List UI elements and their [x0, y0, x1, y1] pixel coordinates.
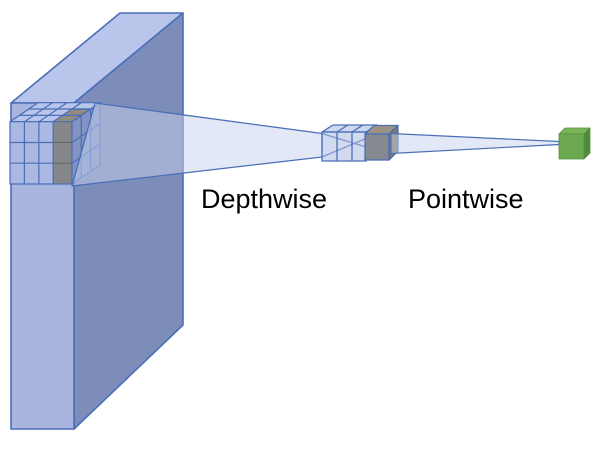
- pointwise-projection-cone: [390, 132, 560, 155]
- filter-box-gray-front-face: [364, 133, 390, 161]
- block-gray-column: [52, 121, 73, 185]
- filter-box-divider-lines: [336, 124, 364, 161]
- pointwise-cone-shape: [390, 132, 560, 155]
- input-volume: [10, 12, 184, 430]
- depthwise-cone-shape: [71, 102, 323, 187]
- green-cube-front-face: [558, 133, 585, 160]
- block-front-gridlines: [10, 121, 54, 184]
- block-gray-column-lines: [53, 142, 72, 164]
- pointwise-label: Pointwise: [408, 184, 524, 214]
- depthwise-label: Depthwise: [201, 184, 327, 214]
- pointwise-output-cube: [558, 127, 591, 160]
- block-top-gridlines: [19, 102, 91, 123]
- block-front-face: [9, 121, 54, 185]
- gray-column-row-lines: [53, 142, 72, 164]
- depthwise-filter-box: [321, 124, 399, 162]
- filter-box-front-face: [321, 131, 367, 162]
- green-cube-right-face: [583, 127, 591, 160]
